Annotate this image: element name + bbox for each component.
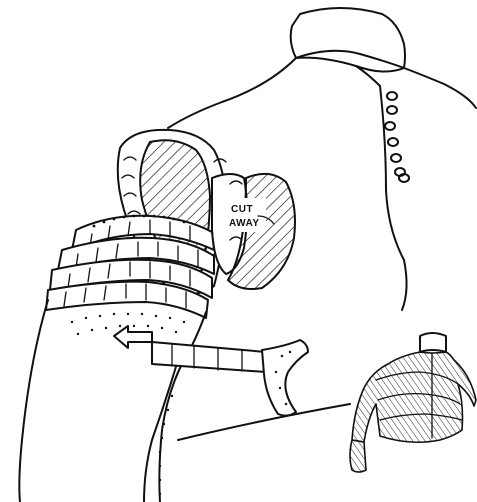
button bbox=[387, 106, 397, 114]
button bbox=[388, 138, 398, 146]
button bbox=[391, 154, 401, 162]
doublet-thumbnail bbox=[350, 333, 476, 472]
cut-away-label-line2: AWAY bbox=[229, 218, 260, 229]
cut-away-label-line1: CUT bbox=[231, 204, 253, 215]
button bbox=[385, 122, 395, 130]
lower-sleeve bbox=[19, 300, 206, 502]
button bbox=[387, 92, 397, 100]
doublet-buttons bbox=[385, 92, 409, 182]
sleeve-bands bbox=[46, 215, 214, 318]
direction-arrow bbox=[114, 326, 152, 348]
